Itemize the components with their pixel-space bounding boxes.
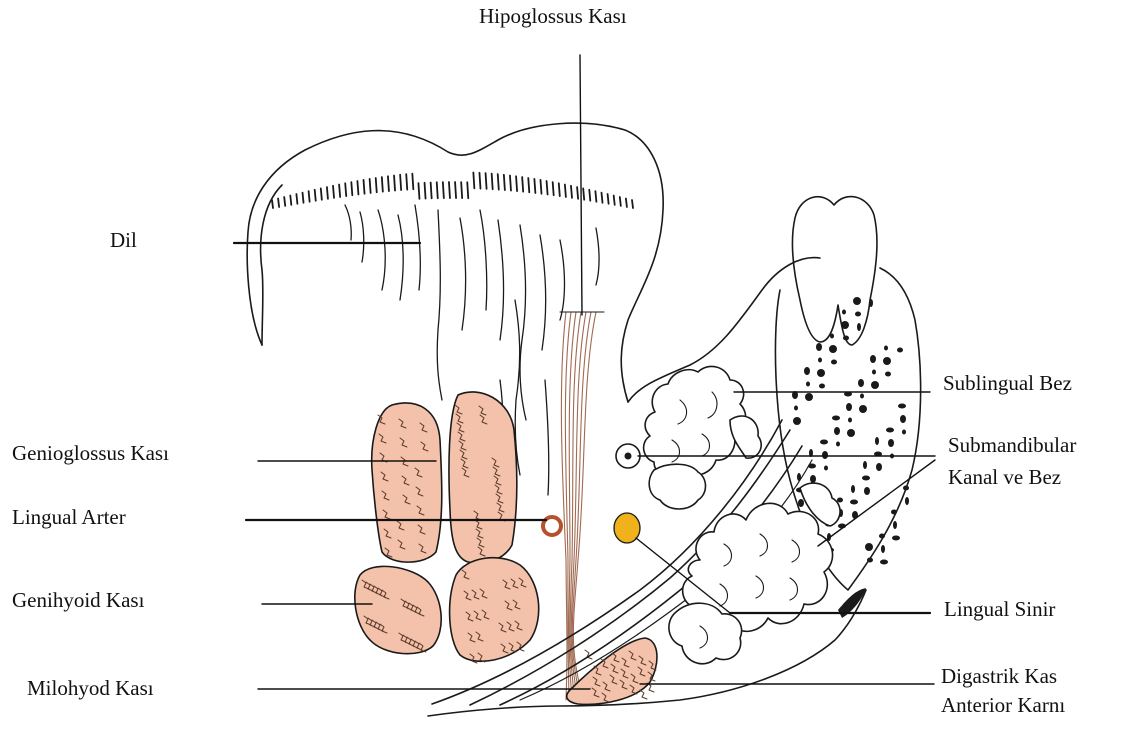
tongue-outline bbox=[247, 123, 663, 402]
label-sublingual: Sublingual Bez bbox=[943, 371, 1072, 396]
hipoglossus-muscle bbox=[560, 312, 604, 700]
leader-lines bbox=[234, 55, 935, 689]
tooth bbox=[793, 197, 877, 345]
genioglossus-muscle-left bbox=[372, 403, 442, 562]
genihyoid-muscle-left bbox=[355, 566, 441, 653]
label-genihyoid: Genihyoid Kası bbox=[12, 588, 144, 613]
leader-hipoglossus bbox=[580, 55, 582, 315]
label-milohyod: Milohyod Kası bbox=[27, 676, 154, 701]
tongue-papillae bbox=[272, 172, 633, 208]
label-dil: Dil bbox=[110, 228, 137, 253]
label-submandibular-2: Kanal ve Bez bbox=[948, 465, 1061, 490]
tongue-inner-outline bbox=[261, 185, 282, 345]
label-lingual-sinir: Lingual Sinir bbox=[944, 597, 1055, 622]
label-genioglossus: Genioglossus Kası bbox=[12, 441, 169, 466]
label-submandibular-1: Submandibular bbox=[948, 433, 1076, 458]
genihyoid-muscle-right bbox=[450, 558, 539, 662]
label-digastrik-1: Digastrik Kas bbox=[941, 664, 1057, 689]
label-digastrik-2: Anterior Karnı bbox=[941, 693, 1065, 718]
label-hipoglossus: Hipoglossus Kası bbox=[479, 4, 627, 29]
label-lingual-arter: Lingual Arter bbox=[12, 505, 126, 530]
